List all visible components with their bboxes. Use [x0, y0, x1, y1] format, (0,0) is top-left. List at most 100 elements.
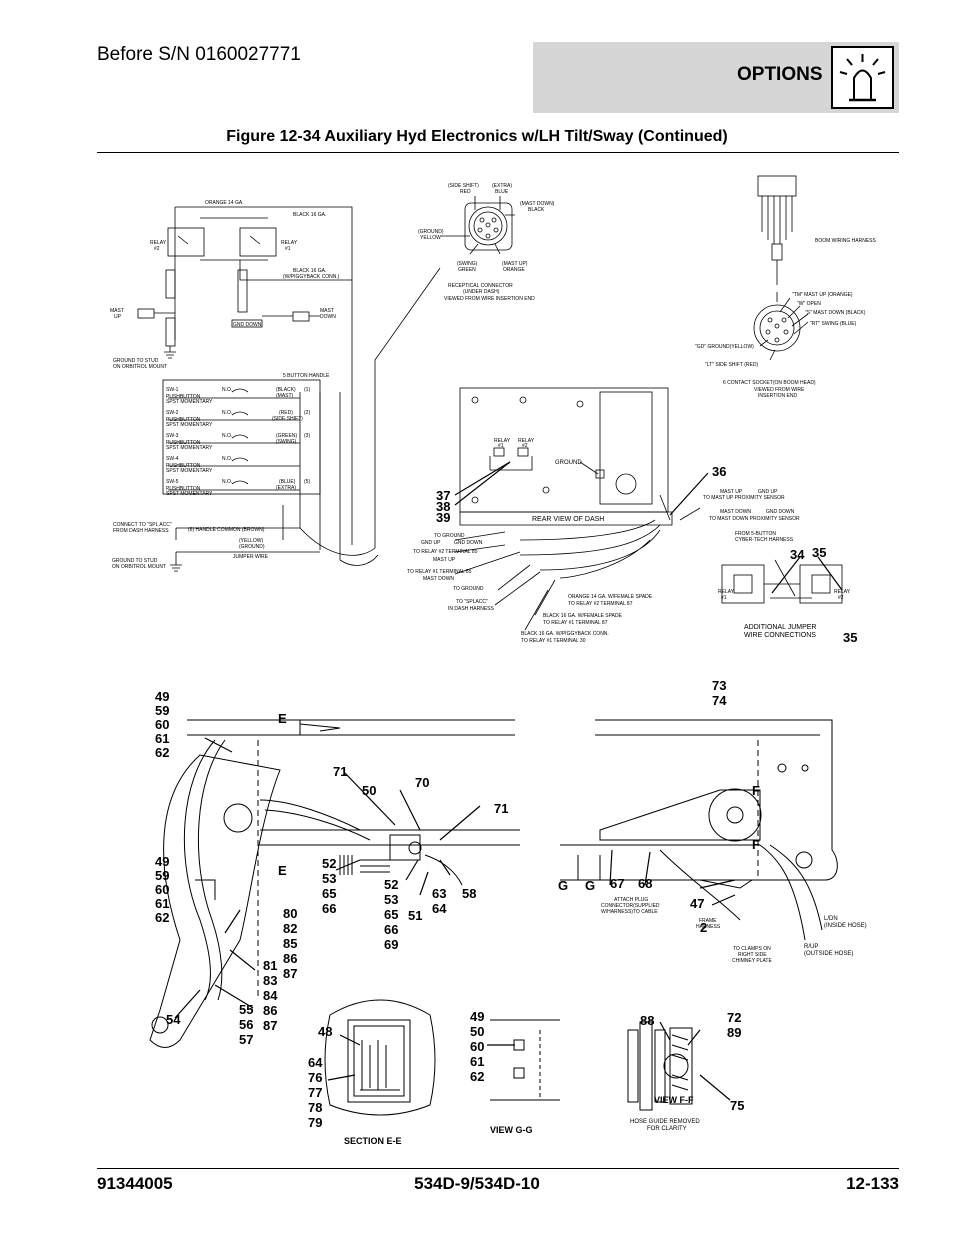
callout-77: 77	[308, 1085, 322, 1100]
note-label: (YELLOW)	[239, 538, 264, 544]
note-label: (GROUND)	[239, 544, 265, 550]
note-label: CONNECT TO "SPL ACC"	[113, 522, 172, 528]
schematic-label: BLACK 16 GA.	[293, 212, 326, 218]
relay-label: RELAY	[150, 240, 167, 246]
boom-note: CONNECTOR(SUPPLIED	[601, 903, 660, 909]
figure-title: Figure 12-34 Auxiliary Hyd Electronics w…	[226, 128, 728, 145]
dash-label: TO RELAY #2 TERMINAL 87	[568, 601, 633, 607]
switch-type: SPST MOMENTARY	[166, 491, 213, 497]
callout-65: 65	[322, 886, 336, 901]
callout-36: 36	[712, 464, 726, 479]
callout-60: 60	[470, 1039, 484, 1054]
boom-note: ATTACH PLUG	[614, 897, 648, 903]
note-label: ON ORBITROL MOUNT	[113, 364, 167, 370]
part-number: 91344005	[97, 1174, 173, 1193]
callout-61: 61	[155, 731, 169, 746]
connector-label: RED	[460, 189, 471, 195]
relay-label: #2	[154, 246, 160, 252]
wire-num: (3)	[304, 433, 310, 439]
callout-85: 85	[283, 936, 297, 951]
callout-78: 78	[308, 1100, 322, 1115]
callout-34: 34	[790, 547, 805, 562]
connector-caption: RECEPTICAL CONNECTOR	[448, 283, 513, 289]
tag-label: MAST UP	[720, 489, 743, 495]
section-marker-f: F	[752, 783, 760, 798]
connector-label: (SIDE SHIFT)	[448, 183, 479, 189]
callout-61: 61	[155, 896, 169, 911]
plug-pin: "TM" MAST UP (ORANGE)	[792, 292, 853, 298]
callout-49: 49	[470, 1009, 484, 1024]
callout-62: 62	[155, 745, 169, 760]
callout-39: 39	[436, 510, 450, 525]
sensor-label: UP	[114, 314, 122, 320]
connector-label: BLUE	[495, 189, 509, 195]
switch-label: SW-2	[166, 410, 179, 416]
tag-label: GND DOWN	[766, 509, 795, 515]
plug-pin: "RT" SWING (BLUE)	[810, 321, 857, 327]
dash-caption: REAR VIEW OF DASH	[532, 516, 604, 523]
schematic-label: (W/PIGGYBACK CONN.)	[283, 274, 340, 280]
callout-88: 88	[640, 1013, 654, 1028]
callout-35: 35	[843, 630, 857, 645]
callout-52: 52	[384, 877, 398, 892]
view-title: VIEW G-G	[490, 1125, 533, 1135]
switch-state: N.O.	[222, 433, 232, 439]
tag-label: GND UP	[421, 540, 441, 546]
wire-func: (SWING)	[276, 439, 297, 445]
plug-pin: "GD" GROUND(YELLOW)	[695, 344, 754, 350]
dash-label: TO RELAY #1 TERMINAL 85	[407, 569, 472, 575]
switch-label: SW-4	[166, 456, 179, 462]
callout-79: 79	[308, 1115, 322, 1130]
callout-50: 50	[362, 783, 376, 798]
callout-38: 38	[436, 499, 450, 514]
dash-label: TO MAST DOWN PROXIMITY SENSOR	[709, 516, 800, 522]
boom-note: TO CLAMPS ON	[733, 946, 771, 952]
dash-label: TO GROUND	[453, 586, 484, 592]
boom-left-view	[149, 719, 520, 1048]
callout-53: 53	[322, 871, 336, 886]
boom-note: FRAME	[699, 918, 717, 924]
callout-2: 2	[700, 920, 707, 935]
callout-47: 47	[690, 896, 704, 911]
callout-87: 87	[263, 1018, 277, 1033]
relay-label: RELAY	[494, 438, 511, 444]
plug-pin: "LT" SIDE SHIFT (RED)	[705, 362, 758, 368]
callout-67: 67	[610, 876, 624, 891]
note-label: JUMPER WIRE	[233, 554, 269, 560]
view-note: FOR CLARITY	[647, 1126, 687, 1132]
dash-label: GROUND	[555, 460, 582, 466]
callout-49: 49	[155, 689, 169, 704]
boom-note: L/DN	[824, 916, 838, 922]
plug-pin: "S" MAST DOWN (BLACK)	[805, 310, 866, 316]
sensor-label: DOWN	[320, 314, 336, 320]
section-marker-e: E	[278, 863, 287, 878]
wire-func: (EXTRA)	[276, 485, 296, 491]
callout-65: 65	[384, 907, 398, 922]
section-ee-view	[324, 999, 436, 1116]
callout-57: 57	[239, 1032, 253, 1047]
connector-label: YELLOW	[420, 235, 441, 241]
callout-71: 71	[494, 801, 508, 816]
section-marker-e: E	[278, 711, 287, 726]
connector-label: GREEN	[458, 267, 476, 273]
dash-label: TO RELAY #1 TERMINAL 87	[543, 620, 608, 626]
boom-note: (INSIDE HOSE)	[824, 923, 867, 929]
section-marker-g: G	[558, 878, 568, 893]
relay-label: #1	[498, 443, 504, 449]
wire-color: (BLACK)	[276, 387, 296, 393]
plug-caption: 6 CONTACT SOCKET(ON BOOM HEAD)	[723, 380, 816, 386]
dash-label: TO GROUND	[434, 533, 465, 539]
boom-note: CHIMNEY PLATE	[732, 958, 772, 964]
switch-state: N.O.	[222, 387, 232, 393]
relay-label: #1	[721, 595, 727, 601]
relay-label: #2	[522, 443, 528, 449]
relay-label: RELAY	[518, 438, 535, 444]
callout-59: 59	[155, 868, 169, 883]
boom-plug	[753, 175, 809, 361]
callout-64: 64	[432, 901, 447, 916]
connector-label: (MAST UP)	[502, 261, 528, 267]
callout-35: 35	[812, 545, 826, 560]
section-marker-f: F	[752, 837, 760, 852]
warning-beacon-icon	[831, 46, 894, 109]
dash-caption: ADDITIONAL JUMPER	[744, 624, 816, 631]
